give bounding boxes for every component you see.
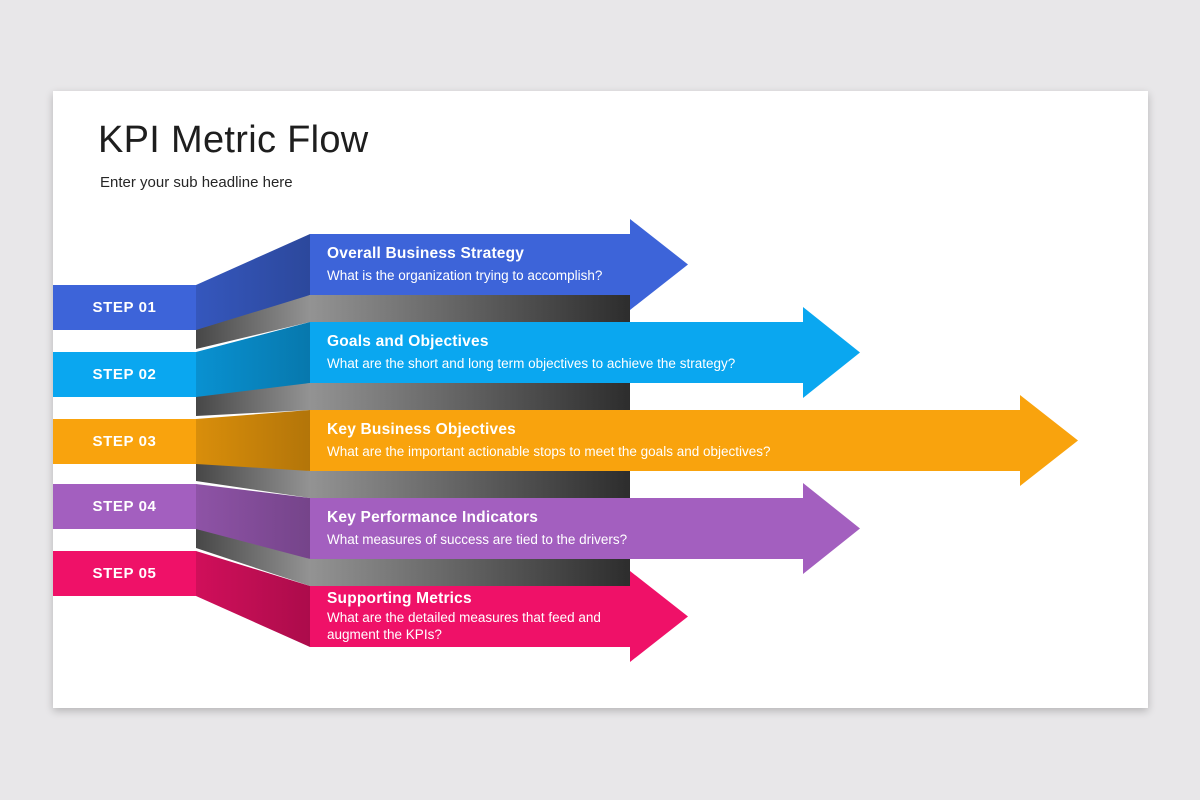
shadow-strip-3 bbox=[310, 471, 630, 498]
arrow-shape-4 bbox=[310, 483, 860, 574]
arrow-text-02: Goals and Objectives What are the short … bbox=[327, 322, 1027, 383]
step-connector-4 bbox=[196, 484, 310, 559]
page-title: KPI Metric Flow bbox=[98, 119, 369, 161]
step-label-01: STEP 01 bbox=[92, 299, 157, 316]
arrow-title-01: Overall Business Strategy bbox=[327, 244, 525, 262]
shadow-strip-1 bbox=[310, 295, 630, 322]
arrow-description-01: What is the organization trying to accom… bbox=[327, 267, 603, 283]
arrow-shape-5 bbox=[310, 571, 688, 662]
step-label-02: STEP 02 bbox=[92, 366, 157, 383]
step-connector-2 bbox=[196, 322, 310, 397]
arrow-title-04: Key Performance Indicators bbox=[327, 508, 539, 526]
arrow-description-05: What are the detailed measures that feed… bbox=[327, 610, 601, 642]
shadow-strip-4 bbox=[310, 559, 630, 586]
arrow-description-02: What are the short and long term objecti… bbox=[327, 355, 736, 371]
arrow-shape-2 bbox=[310, 307, 860, 398]
arrow-title-03: Key Business Objectives bbox=[327, 420, 516, 438]
page-subtitle: Enter your sub headline here bbox=[100, 174, 293, 191]
step-label-05: STEP 05 bbox=[92, 565, 157, 582]
step-label-03: STEP 03 bbox=[92, 433, 157, 450]
arrow-title-05: Supporting Metrics bbox=[327, 590, 472, 607]
step-bar-4 bbox=[53, 484, 196, 529]
arrow-shape-1 bbox=[310, 219, 688, 310]
arrow-shape-3 bbox=[310, 395, 1078, 486]
arrow-text-05: Supporting Metrics What are the detailed… bbox=[327, 586, 627, 647]
step-connector-5 bbox=[196, 551, 310, 647]
step-connector-3 bbox=[196, 410, 310, 471]
shadow-diagonal-1 bbox=[196, 295, 310, 349]
arrow-title-02: Goals and Objectives bbox=[327, 332, 489, 350]
arrow-description-03: What are the important actionable stops … bbox=[327, 443, 771, 459]
arrow-text-04: Key Performance Indicators What measures… bbox=[327, 498, 1027, 559]
shadow-strip-2 bbox=[310, 383, 630, 410]
step-connector-1 bbox=[196, 234, 310, 330]
arrow-description-04: What measures of success are tied to the… bbox=[327, 531, 628, 547]
arrow-text-03: Key Business Objectives What are the imp… bbox=[327, 410, 1027, 471]
step-bar-5 bbox=[53, 551, 196, 596]
arrow-text-01: Overall Business Strategy What is the or… bbox=[327, 234, 1027, 295]
step-label-04: STEP 04 bbox=[92, 498, 157, 515]
step-bar-2 bbox=[53, 352, 196, 397]
step-bar-1 bbox=[53, 285, 196, 330]
step-bar-3 bbox=[53, 419, 196, 464]
shadow-diagonal-4 bbox=[196, 521, 310, 586]
